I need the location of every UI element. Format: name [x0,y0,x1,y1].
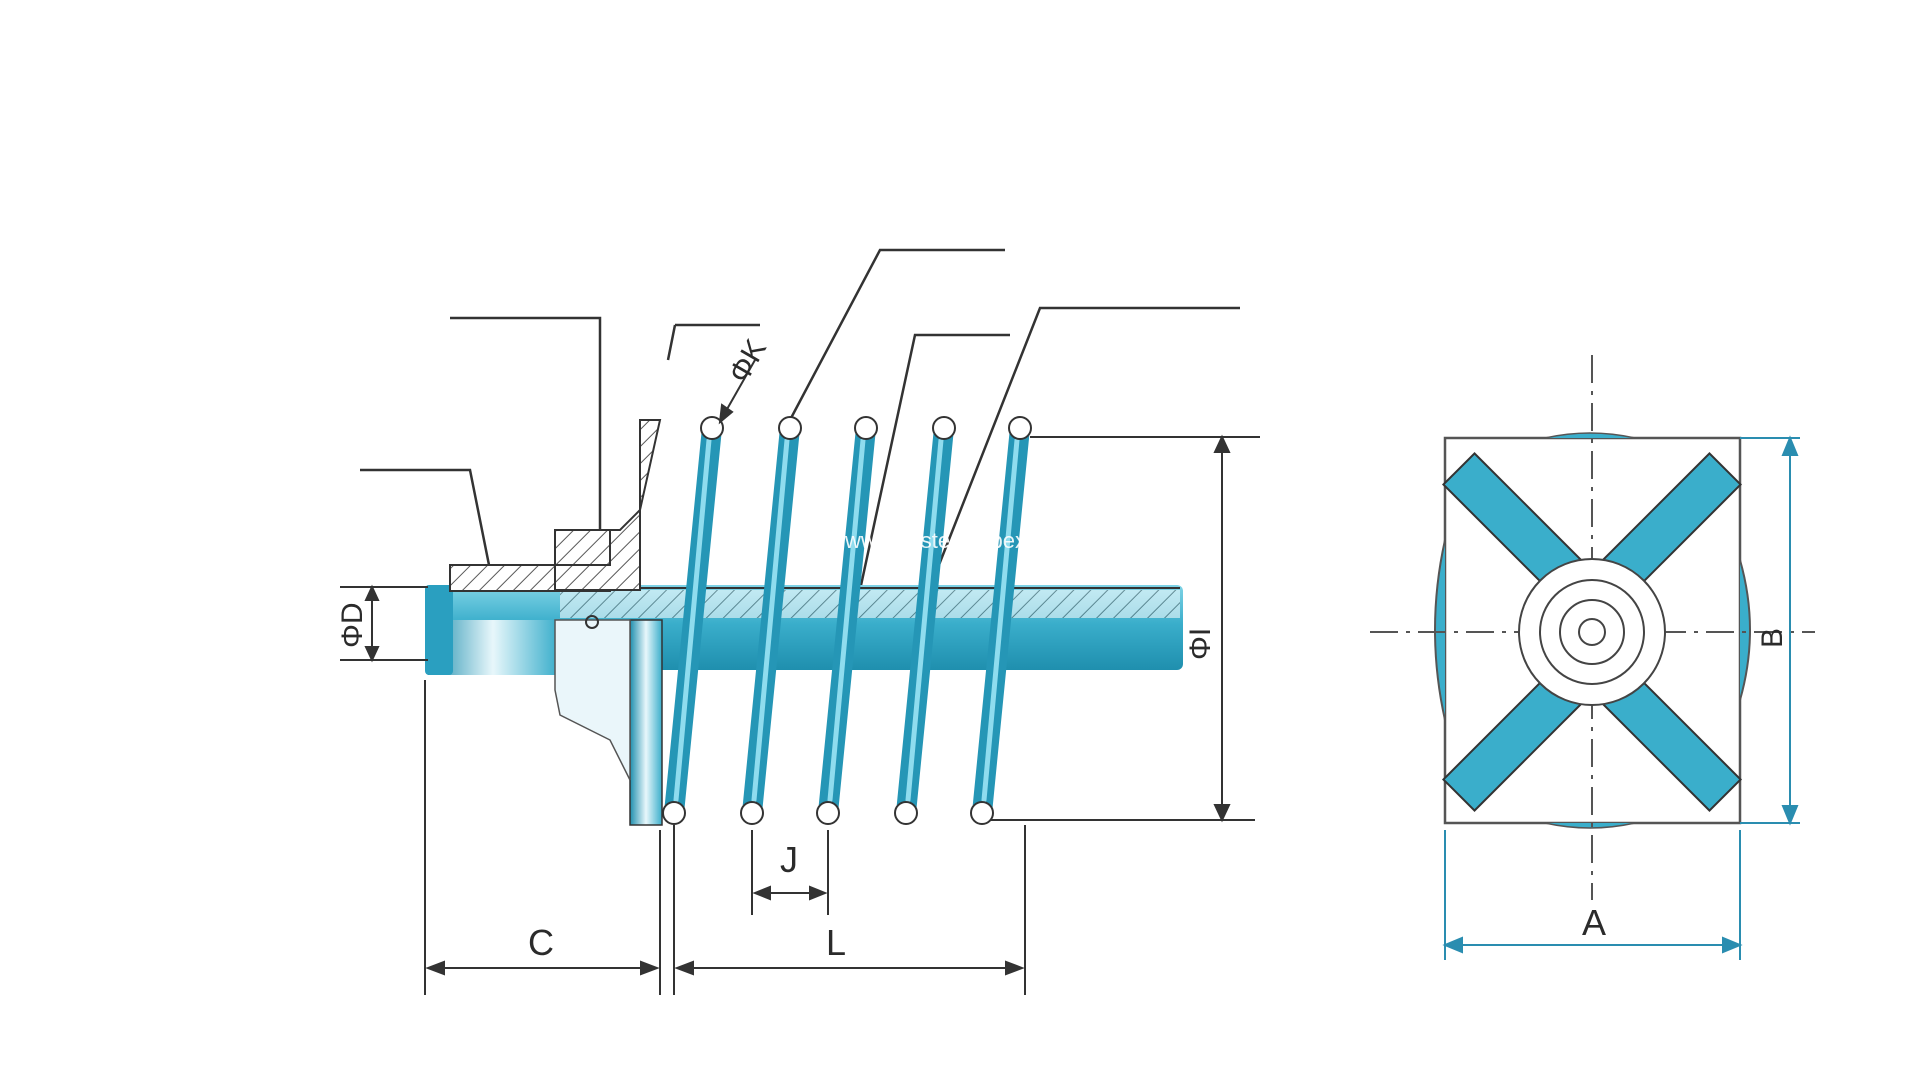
label-dim-l: L [826,922,846,963]
end-view-blades [1441,451,1743,813]
end-view-hub [1518,558,1666,706]
watermark: www.cpsteelimpex.com [844,528,1074,553]
label-dim-j: J [780,839,798,880]
helix-rods [664,418,1030,823]
flange-hub-section [554,529,611,566]
side-view: www.cpsteelimpex.com [336,248,1260,995]
shaft-section-band [560,590,1180,618]
end-view: A B [1370,355,1815,960]
shaft-end-cap [425,585,453,675]
label-dim-k: ΦK [722,334,773,389]
rod-end-caps [662,416,1032,825]
label-dim-i: ΦI [1184,628,1217,660]
flange-web [554,619,631,781]
dimension-lines [340,359,1260,995]
end-view-dimensions [1442,435,1800,960]
label-dim-b: B [1756,628,1789,648]
leader-lines [360,248,1240,610]
label-dim-d: ΦD [336,602,369,648]
label-dim-a: A [1582,902,1606,943]
label-dim-c: C [528,922,554,963]
flange-plate [629,619,663,826]
